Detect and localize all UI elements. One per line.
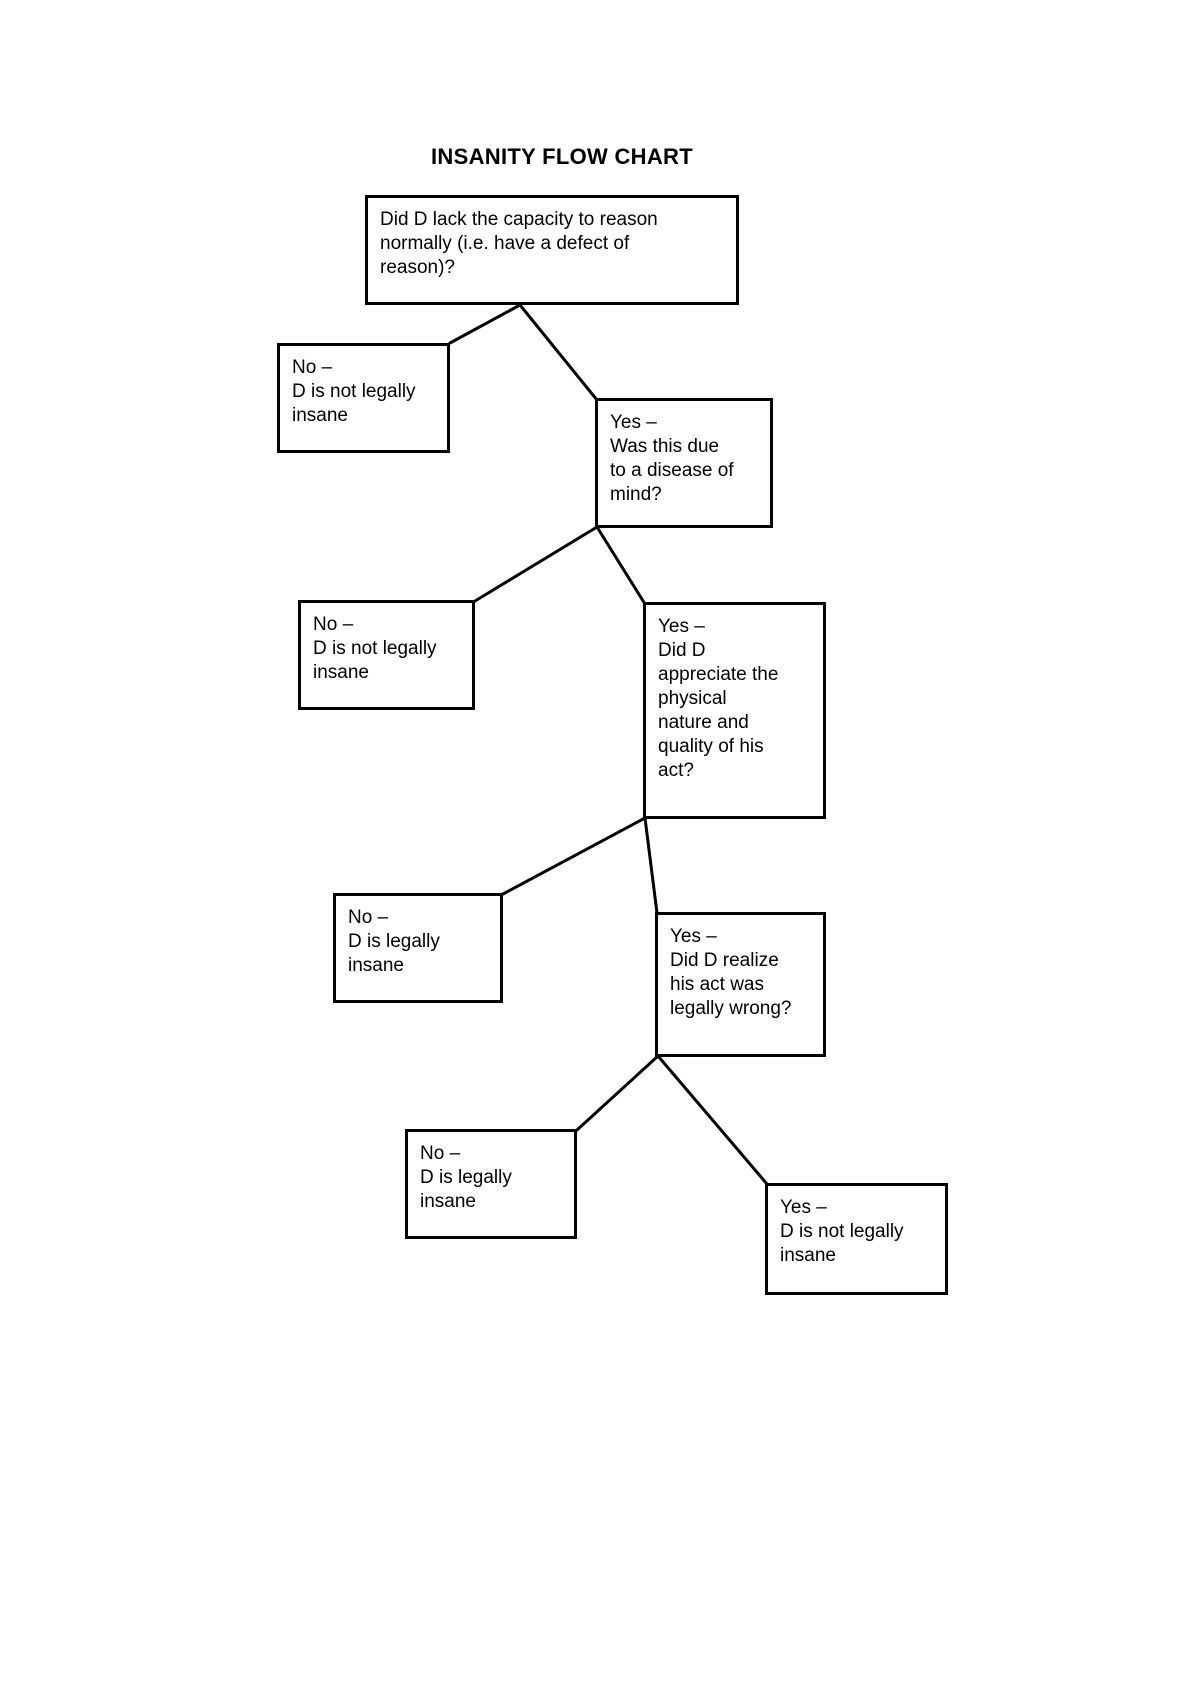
node-outcome-yes-not-legally-insane: Yes – D is not legally insane bbox=[765, 1183, 948, 1295]
node-outcome-no-legally-insane-2: No – D is legally insane bbox=[405, 1129, 577, 1239]
edge-defect-to-no bbox=[448, 303, 522, 345]
node-question-legally-wrong: Yes – Did D realize his act was legally … bbox=[655, 912, 826, 1057]
edge-physical-to-wrong bbox=[643, 816, 659, 915]
edge-wrong-to-no bbox=[575, 1054, 660, 1132]
node-question-physical-nature-of-act: Yes – Did D appreciate the physical natu… bbox=[643, 602, 826, 819]
edge-disease-to-no bbox=[473, 525, 599, 603]
node-outcome-no-not-legally-insane-1: No – D is not legally insane bbox=[277, 343, 450, 453]
node-question-disease-of-mind: Yes – Was this due to a disease of mind? bbox=[595, 398, 773, 528]
edge-defect-to-disease bbox=[518, 303, 599, 402]
edge-physical-to-no bbox=[501, 816, 647, 896]
edge-disease-to-physical bbox=[595, 525, 647, 606]
edge-wrong-to-yes bbox=[656, 1054, 769, 1186]
page-title: INSANITY FLOW CHART bbox=[431, 144, 693, 169]
node-outcome-no-legally-insane-1: No – D is legally insane bbox=[333, 893, 503, 1003]
node-outcome-no-not-legally-insane-2: No – D is not legally insane bbox=[298, 600, 475, 710]
node-question-defect-of-reason: Did D lack the capacity to reason normal… bbox=[365, 195, 739, 305]
